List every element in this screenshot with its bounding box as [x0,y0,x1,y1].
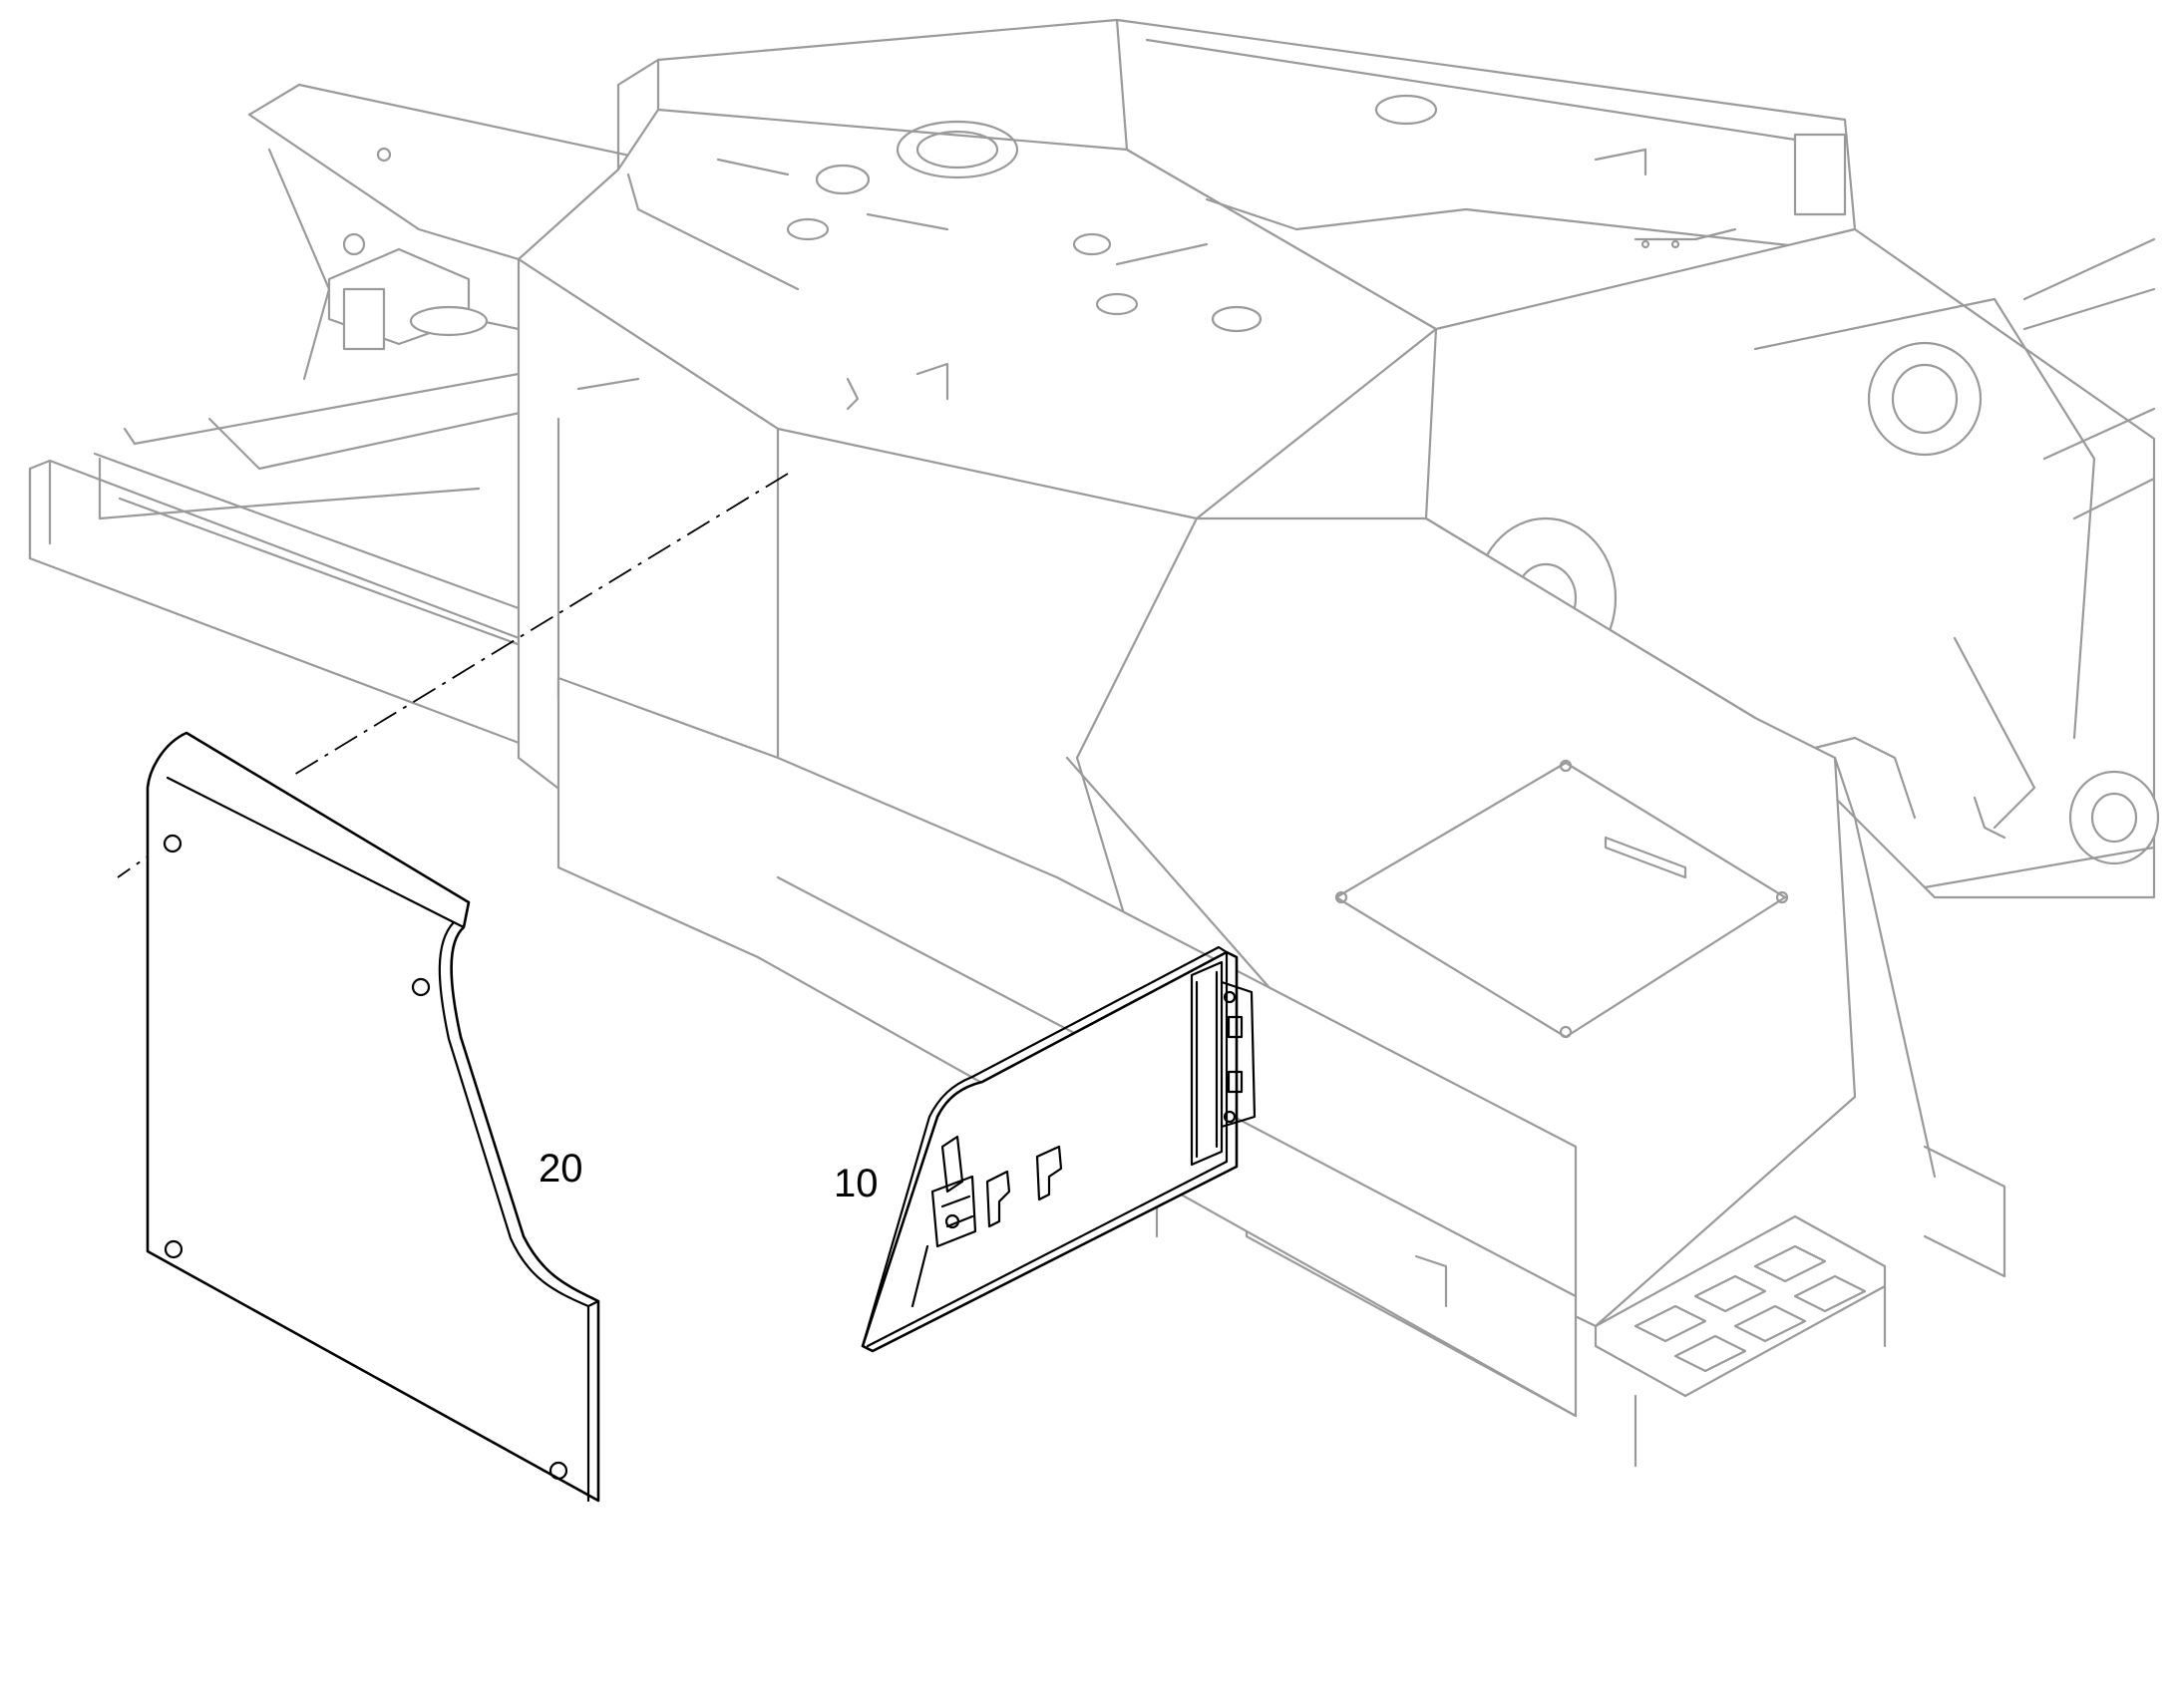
cover-plate-part [146,731,600,1503]
latch-clip-right [1035,1145,1063,1201]
right-upper-member [1115,18,1857,331]
latch-clip-left [985,1170,1011,1228]
latch-mechanism [910,1135,977,1308]
door-panel-part [861,945,1257,1353]
hinge [1190,960,1257,1167]
left-side-rail [28,452,560,760]
callout-label-20: 20 [539,1147,583,1191]
callout-label-10: 10 [834,1162,879,1205]
step-platform [1594,1145,2006,1468]
leader-line-main [288,473,789,779]
upper-left-frame [98,83,650,520]
